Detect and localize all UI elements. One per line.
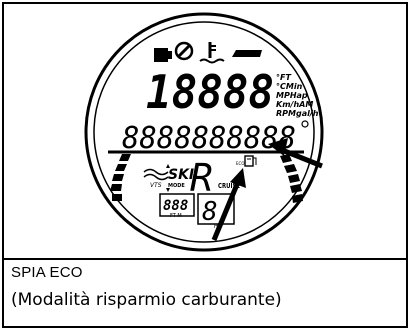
unit-line-1: °FT [276,73,291,82]
text-row-digits: 8888888888 [122,121,296,156]
unit-line-4: Km/hAM [276,100,313,109]
eco-label: ECO [236,161,244,166]
unit-line-5: RPMgal/h [276,109,319,118]
gauge-svg: 18888 °FT °CMin MPHap Km/hAM RPMgal/h 88… [84,12,324,252]
left-bar-graph [110,154,131,201]
caption-subtitle: (Modalità risparmio carburante) [11,290,282,310]
arrow-pointer-lower [211,168,246,241]
ski-label: SKI [168,167,194,183]
temperature-icon [199,42,225,64]
right-unit: H [214,224,218,230]
gauge-illustration: 18888 °FT °CMin MPHap Km/hAM RPMgal/h 88… [4,4,406,260]
unit-line-2: °CMin [276,82,303,91]
arrow-pointer-upper [268,138,323,169]
eco-indicator: ECO [236,155,257,167]
caption-title: SPIA ECO [11,264,83,281]
main-digits: 18888 [146,65,274,119]
small-unit: FT M [170,213,182,219]
vts-label: VTS [150,182,162,189]
watercraft-icon [143,168,169,181]
right-bar-graph [280,154,303,203]
degree-dot [301,120,309,128]
wrench-icon [174,41,194,61]
small-digits: 888 [163,198,188,214]
cruise-label: CRUISE [218,182,240,190]
fuel-gauge-bar-icon [232,50,262,57]
right-digits: 8 [202,197,218,227]
gear-indicator: R [190,156,213,200]
mode-label: MODE [168,183,185,189]
engine-icon [154,48,172,62]
unit-line-3: MPHap [276,91,308,100]
